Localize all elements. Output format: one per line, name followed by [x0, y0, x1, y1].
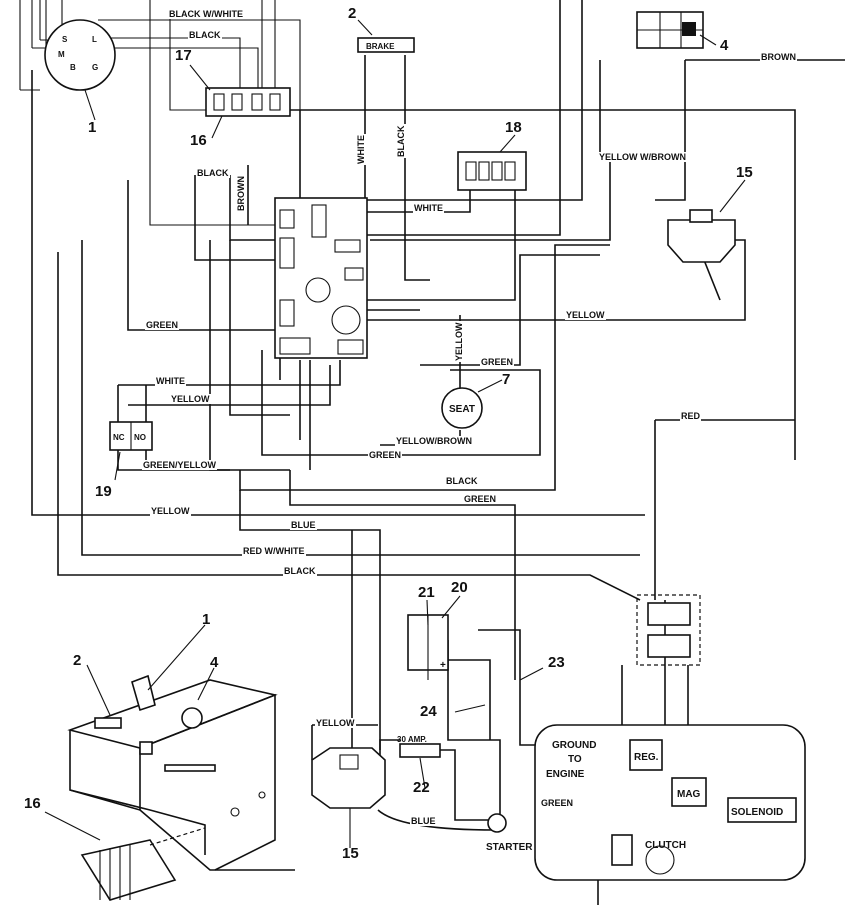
ignition-g-label: G	[92, 63, 98, 72]
callout-leaders	[44, 19, 746, 848]
clutch-label: CLUTCH	[645, 840, 686, 851]
connector-block	[205, 87, 291, 117]
callout-7: 7	[502, 371, 511, 388]
callout-2: 2	[348, 5, 357, 22]
wire-label-white-vertical: WHITE	[356, 134, 366, 165]
wire-label-black-mid: BLACK	[196, 168, 230, 178]
ignition-switch: S L M B G	[44, 19, 116, 91]
seat-label: SEAT	[449, 404, 475, 415]
wire-label-red-w-white: RED W/WHITE	[242, 546, 306, 556]
callout-21: 21	[418, 584, 435, 601]
wire-label-brown-top: BROWN	[760, 52, 797, 62]
wire-label-green-lower: GREEN	[463, 494, 498, 504]
callout-4-panel: 4	[210, 654, 219, 671]
wire-label-yellow-switch: YELLOW	[170, 394, 211, 404]
fuse: 30 AMP.	[397, 735, 441, 758]
wire-label-green-engine: GREEN	[540, 798, 575, 808]
dash-panel-illustration	[67, 674, 295, 901]
reg-label: REG.	[634, 752, 659, 763]
wire-label-yellow-mid: YELLOW	[565, 310, 606, 320]
engine-box: GROUND TO ENGINE REG. MAG SOLENOID CLUTC…	[534, 724, 806, 881]
wire-label-black-vertical: BLACK	[396, 124, 406, 158]
wire-label-brown-mid: BROWN	[236, 175, 246, 212]
wire-label-yellow-vertical: YELLOW	[454, 321, 464, 362]
seat-switch: SEAT	[441, 387, 483, 429]
ignition-l-label: L	[92, 35, 97, 44]
wire-label-yellow-brown: YELLOW/BROWN	[395, 436, 473, 446]
light-switch	[636, 11, 704, 49]
wire-label-green-mid: GREEN	[368, 450, 403, 460]
callout-17: 17	[175, 47, 192, 64]
ignition-s-label: S	[62, 35, 68, 44]
callout-2-panel: 2	[73, 652, 82, 669]
wire-label-black-top: BLACK	[188, 30, 222, 40]
starter-label: STARTER	[486, 842, 533, 853]
callout-15: 15	[736, 164, 753, 181]
ignition-b-label: B	[70, 63, 76, 72]
brake-label: BRAKE	[366, 42, 395, 51]
callout-4: 4	[720, 37, 729, 54]
battery-plus-label: +	[440, 660, 446, 671]
ground-engine-label: ENGINE	[546, 769, 585, 780]
switch-no-label: NO	[134, 433, 146, 442]
wire-label-white-module: WHITE	[413, 203, 444, 213]
wire-label-yellow-relay: YELLOW	[315, 718, 356, 728]
fuse-label: 30 AMP.	[397, 735, 427, 744]
mag-label: MAG	[677, 789, 701, 800]
wire-label-black-lower: BLACK	[445, 476, 479, 486]
wire-label-yellow-lower: YELLOW	[150, 506, 191, 516]
wire-label-green-yellow: GREEN/YELLOW	[142, 460, 218, 470]
ground-to-label: TO	[568, 754, 582, 765]
brake-switch: BRAKE	[357, 37, 415, 53]
callout-24: 24	[420, 703, 437, 720]
callout-20: 20	[451, 579, 468, 596]
wire-label-black-bottom: BLACK	[283, 566, 317, 576]
wire-label-black-w-white: BLACK W/WHITE	[168, 9, 244, 19]
switch-nc-label: NC	[113, 433, 125, 442]
main-module	[274, 197, 368, 359]
starter: STARTER	[486, 813, 533, 853]
callout-1-panel: 1	[202, 611, 211, 628]
solenoid-label: SOLENOID	[731, 807, 783, 818]
wire-label-green-left: GREEN	[145, 320, 180, 330]
callout-22: 22	[413, 779, 430, 796]
wire-label-white-switch: WHITE	[155, 376, 186, 386]
relay-pair	[647, 602, 691, 658]
callout-23: 23	[548, 654, 565, 671]
wire-label-yellow-w-brown: YELLOW W/BROWN	[598, 152, 687, 162]
callout-1: 1	[88, 119, 97, 136]
hour-meter	[457, 151, 527, 191]
ignition-m-label: M	[58, 50, 65, 59]
callout-16: 16	[190, 132, 207, 149]
reverse-switch: NC NO	[109, 421, 153, 451]
wire-label-green-seat: GREEN	[480, 357, 515, 367]
callout-18: 18	[505, 119, 522, 136]
wire-label-red: RED	[680, 411, 702, 421]
ground-to-engine-label: GROUND	[552, 740, 596, 751]
wire-label-blue-bottom: BLUE	[410, 816, 437, 826]
relay-bottom	[311, 747, 386, 809]
callout-19: 19	[95, 483, 112, 500]
relay-top	[667, 209, 736, 263]
wire-label-blue-mid: BLUE	[290, 520, 317, 530]
callout-16-panel: 16	[24, 795, 41, 812]
callout-15-bottom: 15	[342, 845, 359, 862]
